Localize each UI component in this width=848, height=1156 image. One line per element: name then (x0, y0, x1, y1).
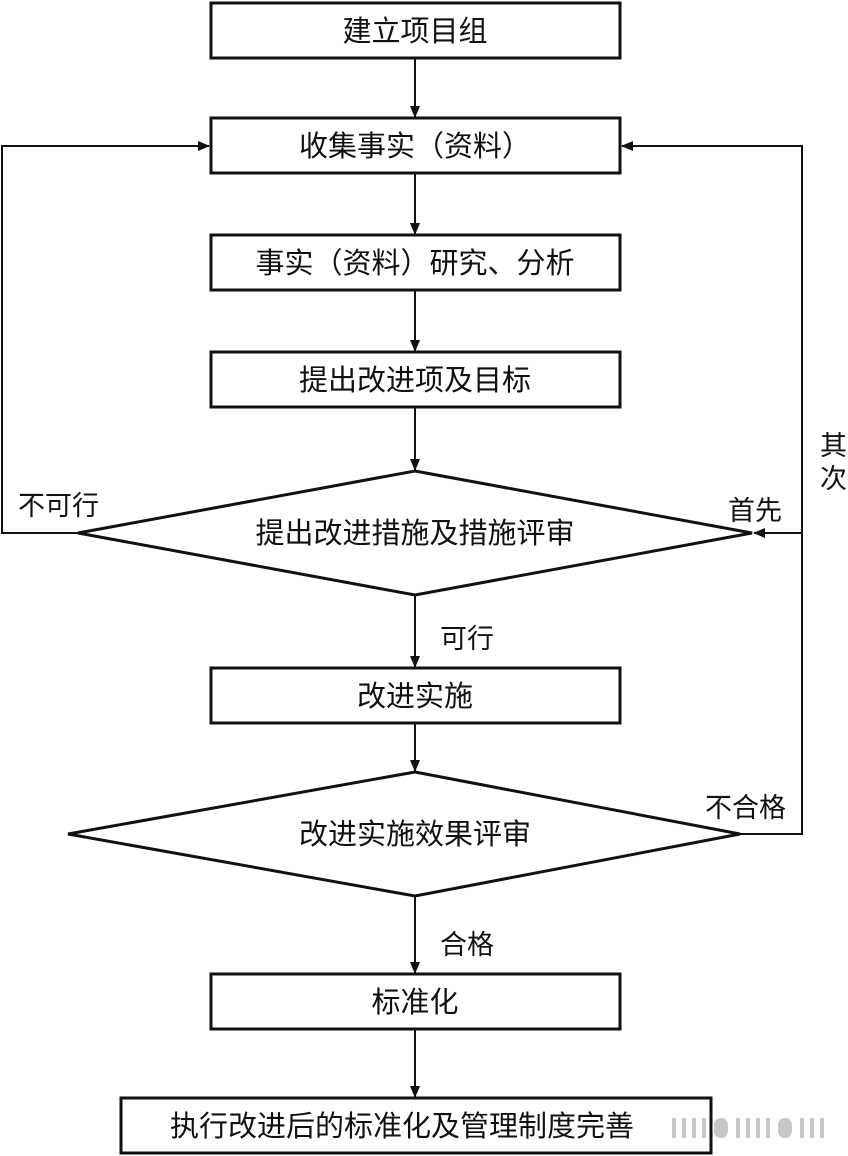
node-analyze-facts: 事实（资料）研究、分析 (209, 233, 622, 292)
node-implement: 改进实施 (209, 666, 622, 725)
edge-not-feasible-loop (1, 141, 210, 534)
label-unqualified: 不合格 (705, 793, 786, 824)
decision-evaluate-effect: 改进实施效果评审 (67, 770, 741, 898)
node-analyze-facts-label: 事实（资料）研究、分析 (255, 246, 574, 280)
node-standardize: 标准化 (209, 972, 622, 1031)
node-collect-facts: 收集事实（资料） (209, 116, 622, 175)
decision-evaluate-effect-label: 改进实施效果评审 (299, 817, 531, 851)
node-implement-label: 改进实施 (357, 679, 473, 713)
decision-propose-measures: 提出改进措施及措施评审 (77, 469, 753, 597)
node-form-team-label: 建立项目组 (342, 14, 487, 48)
label-qualified: 合格 (440, 930, 494, 961)
node-collect-facts-label: 收集事实（资料） (299, 129, 531, 163)
node-execute-improve: 执行改进后的标准化及管理制度完善 (119, 1096, 713, 1155)
label-second: 其次 (820, 431, 847, 495)
edge-unqualified-to-collect (621, 141, 803, 835)
node-standardize-label: 标准化 (371, 985, 458, 1019)
label-feasible: 可行 (440, 624, 494, 655)
label-not-feasible: 不可行 (18, 491, 99, 522)
decision-propose-measures-label: 提出改进措施及措施评审 (255, 516, 574, 550)
watermark (672, 1118, 824, 1138)
node-propose-items: 提出改进项及目标 (209, 350, 622, 409)
label-first: 首先 (728, 496, 782, 527)
node-execute-improve-label: 执行改进后的标准化及管理制度完善 (170, 1109, 634, 1143)
node-form-team: 建立项目组 (209, 1, 622, 60)
node-propose-items-label: 提出改进项及目标 (299, 363, 531, 397)
